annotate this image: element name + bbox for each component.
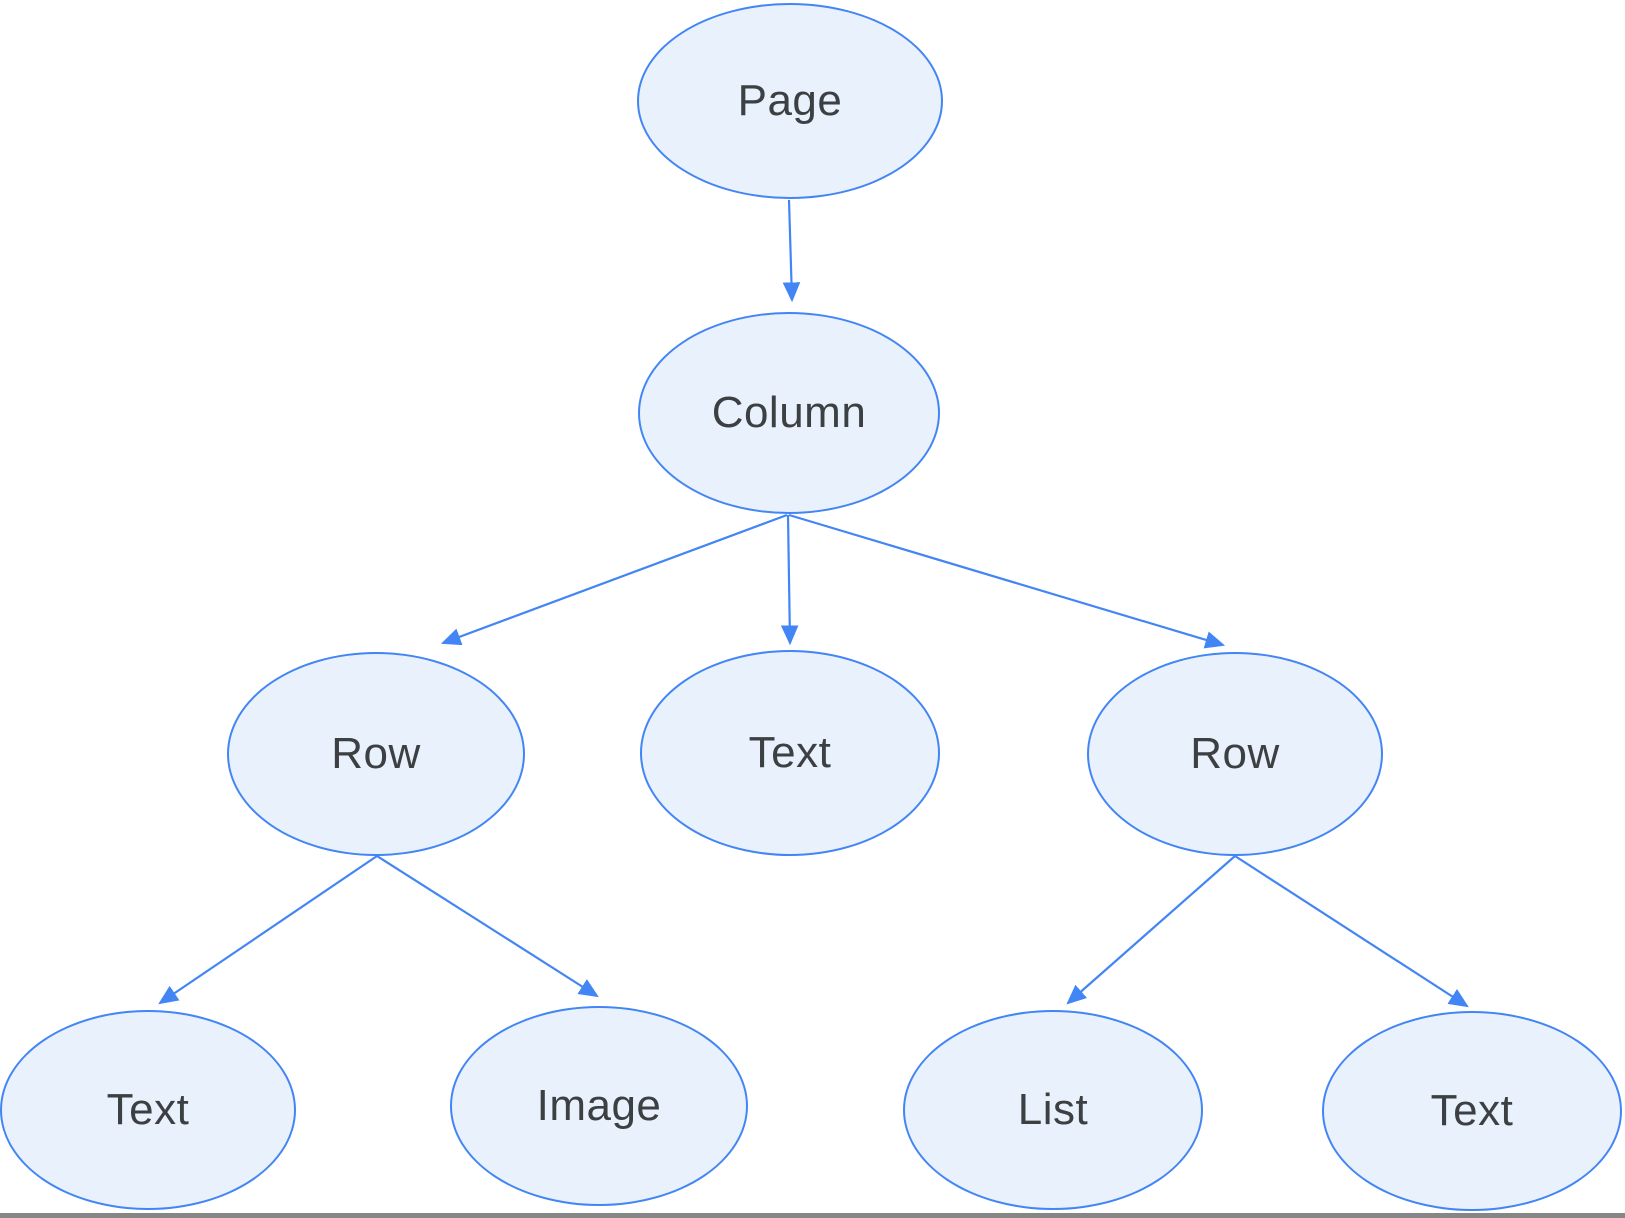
edge-column-to-row-right <box>788 513 1226 649</box>
node-list-label: List <box>1017 1085 1089 1134</box>
node-text-center: Text <box>640 650 940 856</box>
node-list: List <box>903 1010 1203 1210</box>
node-column-label: Column <box>711 388 867 437</box>
edge-page-to-column <box>782 199 801 303</box>
node-row-left: Row <box>227 652 525 856</box>
edge-column-to-row-left <box>440 513 788 646</box>
node-row-right-label: Row <box>1190 729 1280 778</box>
edge-row-left-to-image <box>376 855 599 998</box>
node-row-left-label: Row <box>331 729 421 778</box>
window-bottom-edge <box>0 1213 1625 1218</box>
node-text-bottom-right: Text <box>1322 1011 1622 1211</box>
edge-row-left-to-text-bottom-left <box>158 855 378 1005</box>
node-text-center-label: Text <box>748 728 832 777</box>
node-image: Image <box>450 1006 748 1206</box>
edge-column-to-text-center <box>780 514 799 646</box>
node-page: Page <box>637 3 943 199</box>
edge-row-right-to-list <box>1066 855 1236 1005</box>
node-text-bottom-right-label: Text <box>1430 1086 1514 1135</box>
node-text-bottom-left-label: Text <box>106 1085 190 1134</box>
node-image-label: Image <box>536 1081 662 1130</box>
node-page-label: Page <box>737 76 843 125</box>
edge-row-right-to-text-bottom-right <box>1234 855 1469 1008</box>
node-column: Column <box>638 312 940 514</box>
node-row-right: Row <box>1087 652 1383 856</box>
node-text-bottom-left: Text <box>0 1010 296 1210</box>
